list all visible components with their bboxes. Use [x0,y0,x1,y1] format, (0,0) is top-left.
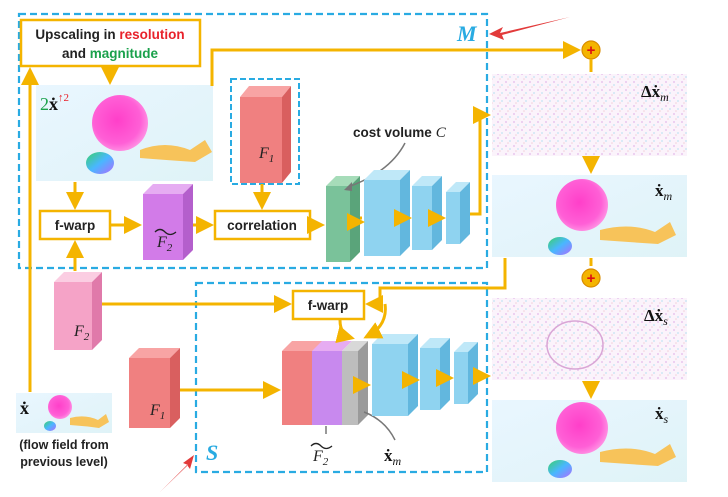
f1-top-label: F1 [258,145,274,165]
xm-label: ẋm [655,181,673,203]
delta-xm-label: Δẋm [641,82,669,104]
cnn-block-top-2 [412,176,442,250]
upscaling-line-1: Upscaling in resolution [35,27,184,42]
xm-bottom-pointer [363,411,396,441]
delta-xs-image [492,298,687,380]
svg-text:+: + [587,42,596,59]
delta-xs-label: Δẋs [644,306,668,328]
module-m-box [17,12,489,270]
cnn-block-bottom-1 [372,334,418,416]
upscaling-box [19,18,202,68]
s-stack-purple [312,341,352,425]
pointer-arrow-top [489,17,570,40]
xm-image [492,175,687,257]
fwarp-bottom-label: f-warp [308,298,349,313]
plus-top-circle: + [581,40,601,60]
prev-flow-caption-1: (flow field from [19,438,109,452]
delta-xm-image [492,74,687,156]
upscaled-flow-label: 2ẋ↑2 [40,92,69,114]
prev-flow-caption-2: previous level) [20,455,108,469]
f2-pink-label: F2 [73,323,90,343]
f1-bottom-label: F1 [149,402,165,422]
f1-bottom-cube [129,348,180,428]
fwarp-top-label: f-warp [55,218,96,233]
f2-warped-top-cube [143,184,193,260]
s-stack-red [282,341,324,425]
f2-warped-top-label: F2 [156,234,173,254]
f1-top-dashed-box [230,78,300,185]
cost-volume-cube [326,176,360,262]
prev-flow-image [16,393,112,433]
xs-image [492,400,687,482]
cnn-block-top-3 [446,182,470,244]
cnn-block-bottom-2 [420,338,450,410]
upscaling-line-2: and magnitude [62,46,159,61]
fwarp-bottom-box [291,289,366,321]
xm-bottom-label: ẋm [384,446,402,468]
fwarp-top-box [38,209,112,241]
svg-text:+: + [587,270,596,287]
cnn-block-top-1 [364,170,410,256]
f2-pink-cube [54,272,102,350]
cost-volume-pointer [347,142,406,188]
inner-small-arrows [347,209,454,394]
f2-warped-top-tilde [154,228,177,236]
f2-warped-bottom-label: F2 [312,448,329,468]
xs-label: ẋs [655,404,669,426]
plus-bottom-circle: + [581,268,601,288]
upscaled-flow-image [36,85,213,181]
module-s-label: S [206,440,218,465]
connector-arrows [21,41,600,399]
cnn-block-bottom-3 [454,342,478,404]
f2-warped-bottom-tilde [310,442,333,450]
module-m-label: M [456,21,478,46]
prev-flow-symbol: ẋ [20,398,29,418]
f1-top-cube [240,86,291,183]
correlation-label: correlation [227,218,297,233]
pointer-arrow-bottom [160,455,194,492]
